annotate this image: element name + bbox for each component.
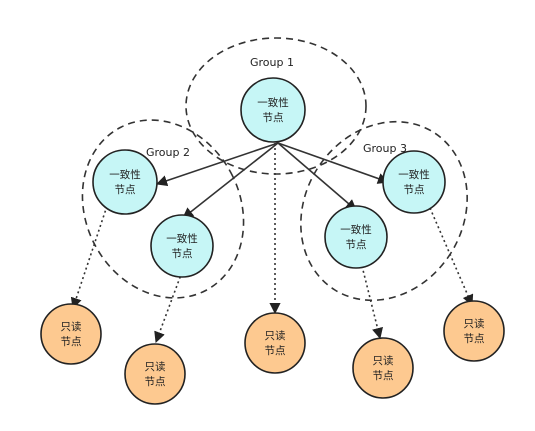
edge-c1-c3 xyxy=(182,142,279,219)
consistent-node-2-circle xyxy=(92,149,158,215)
edge-c1-c4 xyxy=(277,142,357,211)
group-2-label: Group 2 xyxy=(146,146,190,159)
readonly-node-1: 只读 节点 xyxy=(40,303,102,365)
consistent-node-5: 一致性 节点 xyxy=(382,150,446,214)
group-3: Group 3 xyxy=(300,120,468,302)
readonly-node-3-line2: 节点 xyxy=(265,345,286,357)
consistent-node-3-line1: 一致性 xyxy=(166,232,198,245)
readonly-node-5: 只读 节点 xyxy=(443,300,505,362)
readonly-node-2-circle xyxy=(124,343,186,405)
readonly-node-4: 只读 节点 xyxy=(352,337,414,399)
edge-c3-r2 xyxy=(154,271,183,344)
readonly-node-3-line1: 只读 xyxy=(265,329,286,342)
consistent-node-3: 一致性 节点 xyxy=(150,214,214,278)
group-1-outline xyxy=(185,37,367,175)
consistent-node-4-line1: 一致性 xyxy=(340,223,372,236)
consistent-node-1-line1: 一致性 xyxy=(257,96,289,109)
consistent-node-3-circle xyxy=(150,214,214,278)
readonly-node-1-line1: 只读 xyxy=(61,320,82,333)
readonly-edges xyxy=(70,143,474,344)
readonly-node-5-line1: 只读 xyxy=(464,317,485,330)
edge-c1-c5 xyxy=(277,142,390,184)
readonly-node-2-line1: 只读 xyxy=(145,360,166,373)
group-2-outline xyxy=(81,119,245,299)
readonly-node-1-line2: 节点 xyxy=(61,336,82,348)
readonly-node-2: 只读 节点 xyxy=(124,343,186,405)
readonly-node-3-circle xyxy=(244,312,306,374)
consistent-node-2-line2: 节点 xyxy=(115,184,136,196)
consistent-node-3-line2: 节点 xyxy=(172,248,193,260)
group-3-label: Group 3 xyxy=(363,142,407,155)
readonly-node-5-line2: 节点 xyxy=(464,333,485,345)
group-3-outline xyxy=(300,120,468,302)
edge-c5-r5 xyxy=(429,207,474,307)
replication-edges xyxy=(155,142,390,219)
consistent-node-2: 一致性 节点 xyxy=(92,149,158,215)
consistent-node-1-circle xyxy=(240,77,306,143)
consistent-node-4-line2: 节点 xyxy=(346,239,367,251)
group-2: Group 2 xyxy=(81,119,245,299)
edge-c4-r4 xyxy=(361,265,383,340)
edge-c2-r1 xyxy=(70,205,108,310)
readonly-node-4-line1: 只读 xyxy=(373,354,394,367)
readonly-node-5-circle xyxy=(443,300,505,362)
readonly-node-4-circle xyxy=(352,337,414,399)
readonly-node-1-circle xyxy=(40,303,102,365)
consistent-node-5-line2: 节点 xyxy=(404,184,425,196)
consistent-node-4: 一致性 节点 xyxy=(324,205,388,269)
consistent-node-1: 一致性 节点 xyxy=(240,77,306,143)
consistent-node-5-line1: 一致性 xyxy=(398,168,430,181)
consistent-node-5-circle xyxy=(382,150,446,214)
consistent-node-4-circle xyxy=(324,205,388,269)
edge-c1-c2 xyxy=(155,142,279,187)
consistent-node-2-line1: 一致性 xyxy=(109,168,141,181)
readonly-node-3: 只读 节点 xyxy=(244,312,306,374)
consistent-node-1-line2: 节点 xyxy=(263,112,284,124)
group-1: Group 1 xyxy=(185,37,367,175)
group-1-label: Group 1 xyxy=(250,56,294,69)
readonly-node-4-line2: 节点 xyxy=(373,370,394,382)
readonly-node-2-line2: 节点 xyxy=(145,376,166,388)
